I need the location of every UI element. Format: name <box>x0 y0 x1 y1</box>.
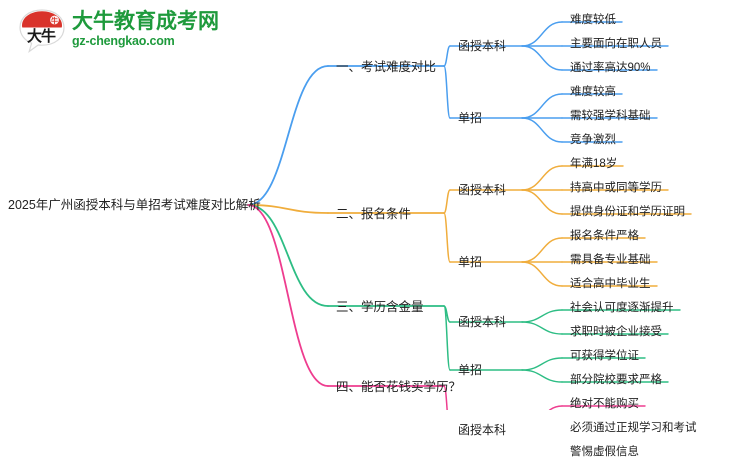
leaf-node-1-2-2[interactable]: 需较强学科基础 <box>570 107 651 123</box>
site-logo[interactable]: 牛 大牛 大牛教育成考网 gz-chengkao.com <box>18 6 248 58</box>
leaf-node-2-1-2-label: 持高中或同等学历 <box>570 182 662 194</box>
leaf-node-1-2-1[interactable]: 难度较高 <box>570 83 616 99</box>
sub-node-4-1[interactable]: 函授本科 <box>458 421 506 438</box>
leaf-node-1-1-2[interactable]: 主要面向在职人员 <box>570 35 662 51</box>
branch-node-3-label: 三、学历含金量 <box>336 300 424 314</box>
leaf-node-4-1-1[interactable]: 绝对不能购买 <box>570 395 639 411</box>
branch-node-1[interactable]: 一、考试难度对比 <box>336 56 436 75</box>
leaf-node-3-2-1[interactable]: 可获得学位证 <box>570 347 639 363</box>
branch-node-4-label: 四、能否花钱买学历？ <box>336 380 462 394</box>
branch-node-4[interactable]: 四、能否花钱买学历？ <box>336 376 461 395</box>
leaf-node-1-2-3-label: 竞争激烈 <box>570 134 616 146</box>
leaf-node-2-2-2[interactable]: 需具备专业基础 <box>570 251 651 267</box>
leaf-node-2-1-1[interactable]: 年满18岁 <box>570 155 617 171</box>
sub-node-3-2[interactable]: 单招 <box>458 361 482 378</box>
leaf-node-3-2-1-label: 可获得学位证 <box>570 350 639 362</box>
sub-node-2-1[interactable]: 函授本科 <box>458 181 506 198</box>
branch-node-1-label: 一、考试难度对比 <box>336 60 437 74</box>
sub-node-1-1[interactable]: 函授本科 <box>458 37 506 54</box>
leaf-node-1-2-1-label: 难度较高 <box>570 86 616 98</box>
sub-node-2-2-label: 单招 <box>458 255 483 269</box>
logo-site-url: gz-chengkao.com <box>72 34 175 48</box>
sub-node-3-1-label: 函授本科 <box>458 315 507 329</box>
sub-node-2-1-label: 函授本科 <box>458 183 507 197</box>
leaf-node-2-1-2[interactable]: 持高中或同等学历 <box>570 179 662 195</box>
leaf-node-4-1-2[interactable]: 必须通过正规学习和考试 <box>570 419 697 435</box>
root-node[interactable]: 2025年广州函授本科与单招考试难度对比解析 <box>8 195 261 215</box>
sub-node-3-2-label: 单招 <box>458 363 483 377</box>
leaf-node-2-2-2-label: 需具备专业基础 <box>570 254 651 266</box>
leaf-node-4-1-1-label: 绝对不能购买 <box>570 398 639 410</box>
leaf-node-4-1-3[interactable]: 警惕虚假信息 <box>570 443 639 459</box>
leaf-node-2-2-1-label: 报名条件严格 <box>570 230 639 242</box>
leaf-node-3-1-1-label: 社会认可度逐渐提升 <box>570 302 674 314</box>
leaf-node-2-2-1[interactable]: 报名条件严格 <box>570 227 639 243</box>
root-node-label: 2025年广州函授本科与单招考试难度对比解析 <box>8 198 261 212</box>
leaf-node-2-1-3[interactable]: 提供身份证和学历证明 <box>570 203 685 219</box>
leaf-node-1-1-1-label: 难度较低 <box>570 14 616 26</box>
leaf-node-1-2-3[interactable]: 竞争激烈 <box>570 131 616 147</box>
sub-node-1-2[interactable]: 单招 <box>458 109 482 126</box>
leaf-node-3-1-2[interactable]: 求职时被企业接受 <box>570 323 662 339</box>
sub-node-1-2-label: 单招 <box>458 111 483 125</box>
svg-text:牛: 牛 <box>51 16 58 25</box>
leaf-node-1-2-2-label: 需较强学科基础 <box>570 110 651 122</box>
leaf-node-3-1-2-label: 求职时被企业接受 <box>570 326 662 338</box>
sub-node-1-1-label: 函授本科 <box>458 39 507 53</box>
svg-text:大牛: 大牛 <box>27 27 56 45</box>
leaf-node-1-1-3-label: 通过率高达90% <box>570 62 651 74</box>
leaf-node-2-2-3-label: 适合高中毕业生 <box>570 278 651 290</box>
leaf-node-3-2-2[interactable]: 部分院校要求严格 <box>570 371 662 387</box>
logo-text: 大牛教育成考网 gz-chengkao.com <box>72 10 219 49</box>
leaf-node-2-2-3[interactable]: 适合高中毕业生 <box>570 275 651 291</box>
branch-node-2-label: 二、报名条件 <box>336 207 412 221</box>
logo-mark-icon: 牛 大牛 <box>18 8 66 54</box>
branch-node-3[interactable]: 三、学历含金量 <box>336 296 424 315</box>
leaf-node-1-1-2-label: 主要面向在职人员 <box>570 38 662 50</box>
leaf-node-2-1-1-label: 年满18岁 <box>570 158 618 170</box>
leaf-node-4-1-2-label: 必须通过正规学习和考试 <box>570 422 697 434</box>
branch-node-2[interactable]: 二、报名条件 <box>336 203 411 222</box>
leaf-node-3-1-1[interactable]: 社会认可度逐渐提升 <box>570 299 674 315</box>
leaf-node-3-2-2-label: 部分院校要求严格 <box>570 374 662 386</box>
leaf-node-2-1-3-label: 提供身份证和学历证明 <box>570 206 685 218</box>
logo-site-name: 大牛教育成考网 <box>72 10 219 33</box>
sub-node-3-1[interactable]: 函授本科 <box>458 313 506 330</box>
leaf-node-4-1-3-label: 警惕虚假信息 <box>570 446 639 458</box>
mindmap-canvas: 牛 大牛 大牛教育成考网 gz-chengkao.com 2025年广州函授本科… <box>8 6 697 458</box>
leaf-node-1-1-1[interactable]: 难度较低 <box>570 11 616 27</box>
sub-node-2-2[interactable]: 单招 <box>458 253 482 270</box>
leaf-node-1-1-3[interactable]: 通过率高达90% <box>570 59 651 75</box>
sub-node-4-1-label: 函授本科 <box>458 423 507 437</box>
